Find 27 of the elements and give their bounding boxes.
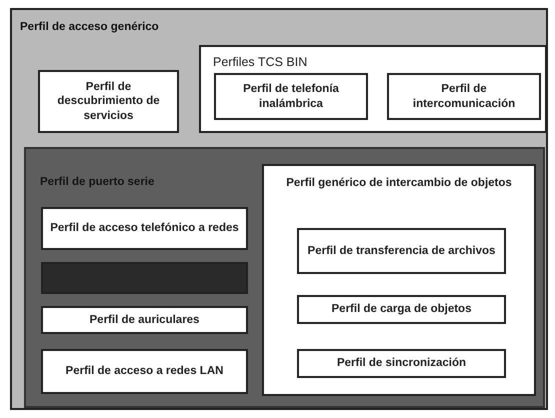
- profile-box: [387, 73, 541, 120]
- profile-label: Perfil de sincronización: [336, 356, 466, 371]
- profile-region: [10, 8, 548, 410]
- profile-box: [297, 228, 506, 274]
- group-heading: Perfil de puerto serie: [40, 175, 154, 190]
- profile-region: [24, 147, 545, 408]
- profile-label: Perfil de descubrimiento de servicios: [56, 80, 161, 124]
- profile-box: [41, 306, 248, 334]
- profile-label: Perfil de acceso a redes LAN: [66, 364, 224, 379]
- profile-group-box: [262, 164, 536, 396]
- profile-group-box: [199, 45, 547, 133]
- group-heading: Perfiles TCS BIN: [213, 55, 308, 71]
- filled-box: [41, 262, 248, 294]
- profile-label: Perfil de acceso telefónico a redes: [50, 221, 239, 236]
- profile-label: Perfil de auriculares: [90, 312, 200, 328]
- profile-label: Perfil de intercomunicación: [412, 82, 516, 111]
- profile-label: Perfil de telefonía inalámbrica: [242, 82, 340, 111]
- group-heading: Perfil genérico de intercambio de objetos: [285, 176, 513, 190]
- profile-box: [38, 70, 179, 133]
- profile-label: Perfil de transferencia de archivos: [308, 244, 496, 258]
- profile-label: Perfil de carga de objetos: [332, 302, 472, 317]
- profile-box: [41, 207, 248, 250]
- group-heading: Perfil de acceso genérico: [20, 20, 159, 34]
- profile-box: [41, 349, 248, 394]
- profile-box: [214, 73, 368, 120]
- profile-box: [297, 295, 506, 324]
- profile-box: [297, 349, 506, 378]
